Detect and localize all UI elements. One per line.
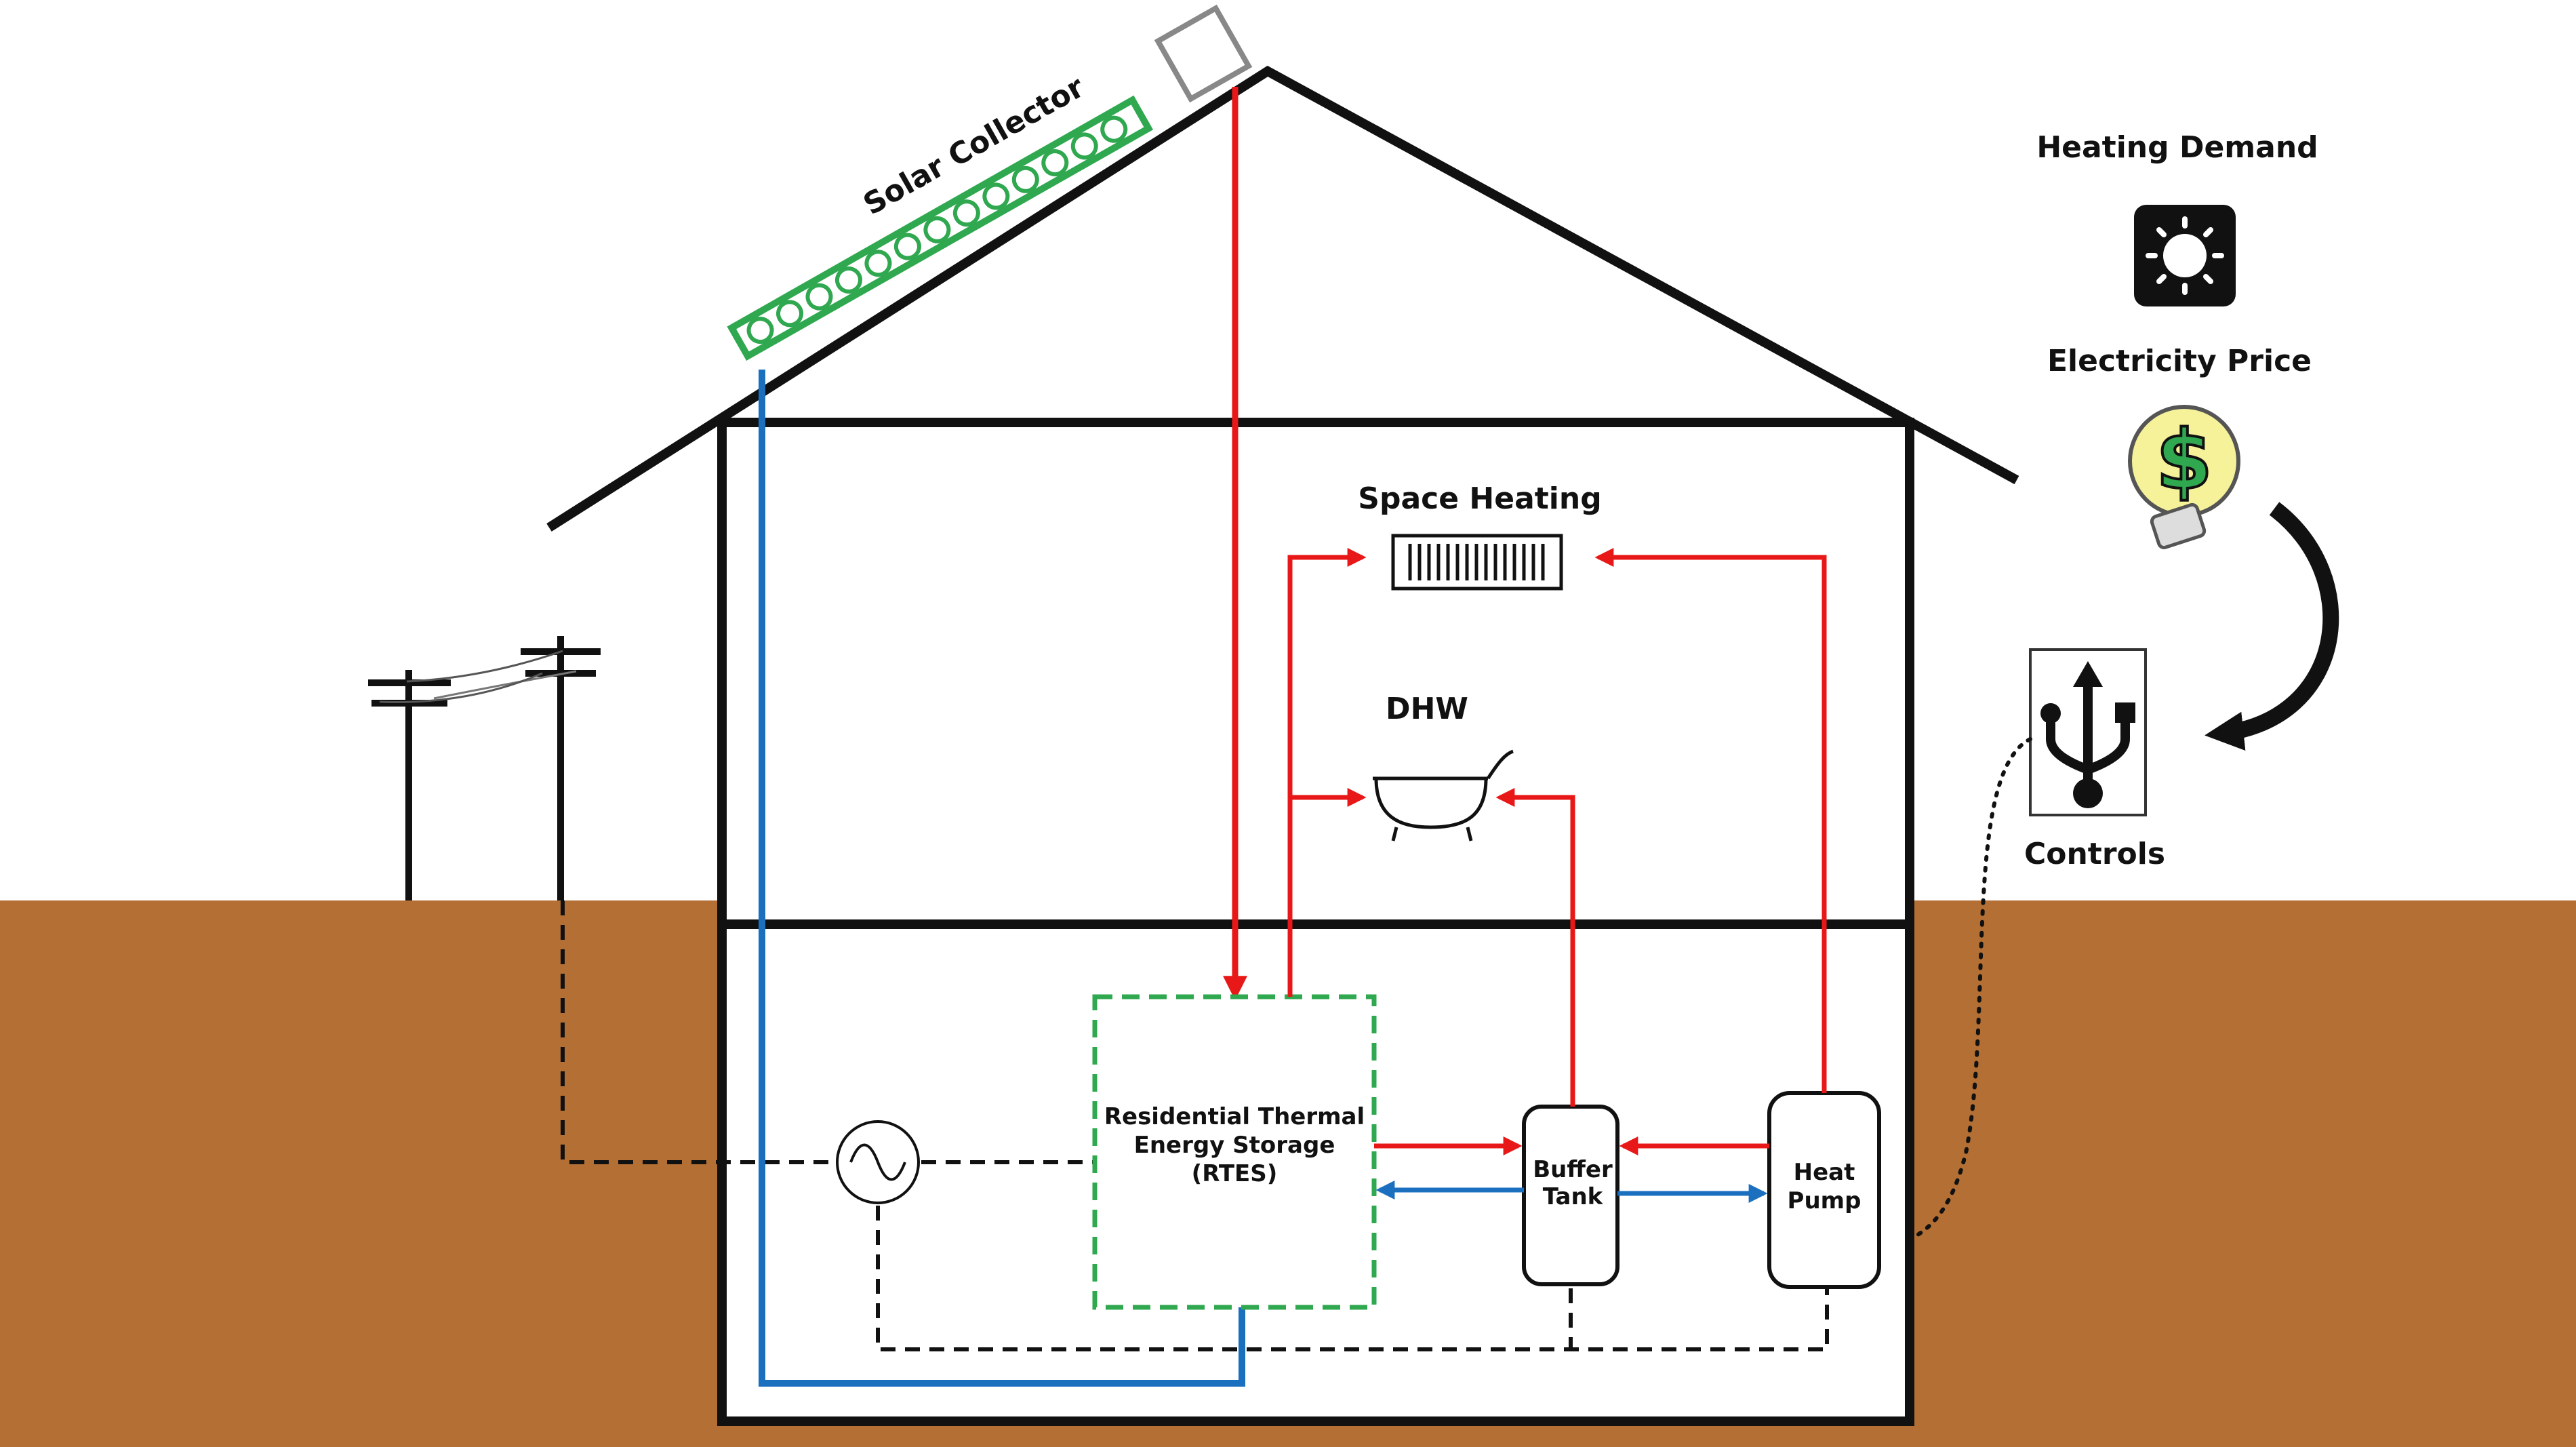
rtes-label-line1: Residential Thermal	[1104, 1103, 1365, 1130]
storage-pipes	[1374, 1136, 1769, 1203]
roof	[546, 65, 2019, 532]
heat-pump-label-line1: Heat	[1794, 1159, 1855, 1186]
radiator-icon	[1391, 534, 1563, 591]
bathtub-icon	[1373, 749, 1514, 841]
buffer-tank-label-line1: Buffer	[1533, 1156, 1613, 1183]
rtes-label-line3: (RTES)	[1192, 1160, 1278, 1187]
space-heating-label: Space Heating	[1358, 481, 1601, 516]
ac-source-icon	[836, 1120, 920, 1204]
rtes-label-line2: Energy Storage	[1134, 1132, 1335, 1159]
heating-demand-label: Heating Demand	[2036, 130, 2318, 165]
controls-label: Controls	[2024, 837, 2165, 871]
dollar-lightbulb-icon: $	[2128, 405, 2240, 550]
electrical-lines	[561, 900, 1829, 1351]
buffer-tank-label-line2: Tank	[1543, 1183, 1604, 1210]
usb-icon	[2029, 648, 2147, 816]
utility-poles	[368, 636, 601, 900]
rtes-tank	[1092, 994, 1377, 1310]
heat-pump-label-line2: Pump	[1788, 1187, 1861, 1214]
curved-arrow-icon	[2205, 502, 2339, 751]
house-upper-floor	[717, 418, 1914, 929]
sun-icon	[2134, 205, 2236, 306]
collector-cold-pipe	[759, 370, 1245, 1387]
collector-junction-box	[1154, 4, 1253, 103]
control-signal-line	[1911, 737, 2032, 1240]
dhw-label: DHW	[1386, 692, 1468, 726]
solar-collector	[727, 95, 1154, 361]
heating-supply-pipes	[1287, 548, 1827, 1107]
electricity-price-label: Electricity Price	[2047, 344, 2312, 378]
svg-text:$: $	[2156, 414, 2213, 508]
